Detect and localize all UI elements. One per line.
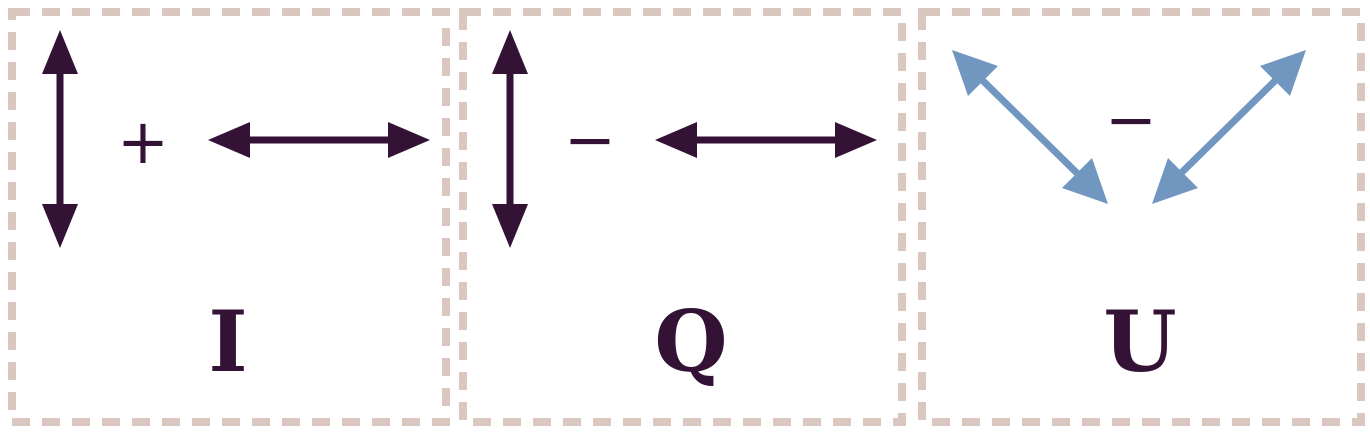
panel-label-q: Q [654,292,728,391]
vertical-double-arrow-icon [492,30,528,248]
panel-u: − U [918,8,1365,426]
panel-u-frame [918,8,1365,426]
panel-u-arrows [952,50,1306,204]
horizontal-double-arrow-icon [655,122,877,158]
panel-i-frame [8,8,450,426]
panel-q-frame [459,8,906,426]
horizontal-double-arrow-icon [208,122,430,158]
panel-label-i: I [208,292,248,391]
diagonal-double-arrow-right-icon [1152,50,1306,204]
panel-i: + I [8,8,450,426]
panel-q-arrows [492,30,877,248]
diagonal-double-arrow-left-icon [952,50,1108,204]
panel-i-arrows [42,30,430,248]
panel-label-u: U [1103,292,1177,391]
operator-minus: − [1105,83,1157,156]
operator-plus: + [117,105,169,178]
operator-minus: − [564,103,616,176]
vertical-double-arrow-icon [42,30,78,248]
panel-q: − Q [459,8,906,426]
